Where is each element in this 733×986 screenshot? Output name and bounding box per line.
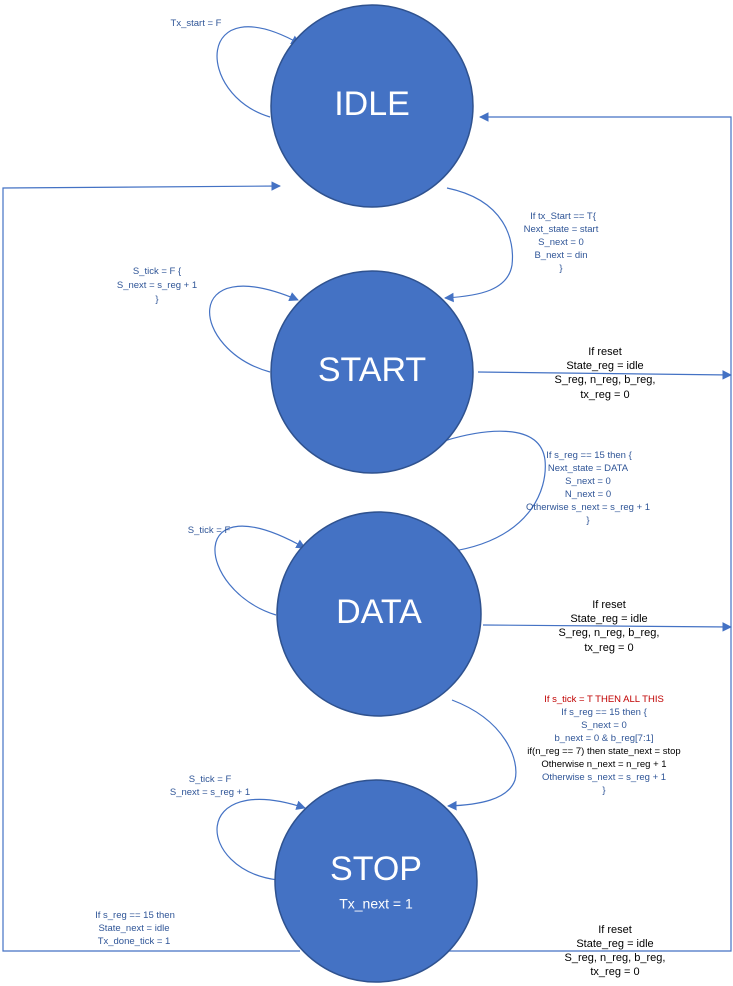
state-stop-circle (274, 779, 478, 983)
note-line: S_next = 0 (538, 237, 584, 248)
note-line: S_next = s_reg + 1 (117, 280, 197, 291)
note-stop-self: S_tick = F S_next = s_reg + 1 (170, 774, 250, 798)
state-data: DATA (276, 511, 482, 717)
note-line: tx_reg = 0 (580, 389, 629, 401)
stop-to-idle-arrow (2, 181, 300, 952)
note-line: If s_reg == 15 then { (546, 450, 632, 461)
note-stop-to-idle: If s_reg == 15 then State_next = idle Tx… (95, 910, 175, 947)
note-line: S_reg, n_reg, b_reg, (559, 627, 660, 639)
note-line: If reset (598, 924, 632, 936)
start-self-loop-arrow (209, 285, 299, 373)
note-line: } (586, 515, 589, 526)
note-line: } (155, 294, 158, 305)
state-idle-label: IDLE (334, 85, 410, 123)
note-line: N_next = 0 (565, 489, 611, 500)
note-idle-self: Tx_start = F (171, 18, 222, 29)
note-line: S_next = 0 (565, 476, 611, 487)
state-stop-output: Tx_next = 1 (339, 896, 413, 912)
note-line: B_next = din (534, 250, 587, 261)
note-line: } (559, 263, 562, 274)
note-data-reset: If reset State_reg = idle S_reg, n_reg, … (559, 599, 660, 654)
note-line: S_reg, n_reg, b_reg, (565, 952, 666, 964)
state-idle-circle (270, 4, 474, 208)
state-data-circle (276, 511, 482, 717)
state-data-label: DATA (336, 593, 422, 631)
note-line: If s_tick = T THEN ALL THIS (544, 694, 664, 705)
note-line: If reset (588, 346, 622, 358)
reset-return-to-idle-arrow (400, 112, 732, 952)
note-line: State_reg = idle (576, 938, 653, 950)
note-line: Otherwise s_next = s_reg + 1 (526, 502, 650, 513)
idle-self-loop-arrow (216, 26, 301, 118)
note-line: If s_reg == 15 then (95, 910, 175, 921)
note-line: tx_reg = 0 (584, 642, 633, 654)
note-start-reset: If reset State_reg = idle S_reg, n_reg, … (555, 346, 656, 401)
state-stop: STOP Tx_next = 1 (274, 779, 478, 983)
note-line: } (602, 785, 605, 796)
note-stop-reset: If reset State_reg = idle S_reg, n_reg, … (565, 924, 666, 978)
start-to-data-arrow (443, 430, 546, 556)
start-reset-arrow (477, 370, 732, 380)
note-line: if(n_reg == 7) then state_next = stop (527, 746, 680, 757)
note-line: State_next = idle (98, 923, 169, 934)
note-line: Tx_done_tick = 1 (98, 936, 171, 947)
note-line: If s_reg == 15 then { (561, 707, 647, 718)
state-start-label: START (318, 351, 426, 389)
note-data-to-stop: If s_tick = T THEN ALL THIS If s_reg == … (527, 694, 680, 796)
note-line: S_tick = F (189, 774, 232, 785)
note-line: Tx_start = F (171, 18, 222, 29)
note-line: State_reg = idle (566, 360, 643, 372)
note-data-self: S_tick = F (188, 525, 231, 536)
note-line: S_tick = F (188, 525, 231, 536)
note-idle-to-start: If tx_Start == T{ Next_state = start S_n… (524, 211, 599, 274)
note-line: tx_reg = 0 (590, 966, 639, 978)
note-line: S_tick = F { (133, 266, 181, 277)
state-idle: IDLE (270, 4, 474, 208)
note-line: S_reg, n_reg, b_reg, (555, 374, 656, 386)
state-stop-label: STOP (330, 850, 422, 888)
state-start: START (270, 270, 474, 474)
note-line: Otherwise n_next = n_reg + 1 (541, 759, 666, 770)
note-line: S_next = 0 (581, 720, 627, 731)
data-reset-arrow (482, 622, 732, 632)
note-line: Otherwise s_next = s_reg + 1 (542, 772, 666, 783)
note-line: b_next = 0 & b_reg[7:1] (554, 733, 653, 744)
idle-to-start-arrow (444, 187, 514, 303)
note-line: Next_state = DATA (548, 463, 629, 474)
note-line: If tx_Start == T{ (530, 211, 596, 222)
state-start-circle (270, 270, 474, 474)
data-to-stop-arrow (447, 699, 517, 811)
stop-self-loop-arrow (216, 798, 306, 881)
data-self-loop-arrow (214, 525, 306, 616)
note-line: Next_state = start (524, 224, 599, 235)
note-line: S_next = s_reg + 1 (170, 787, 250, 798)
note-line: If reset (592, 599, 626, 611)
note-line: State_reg = idle (570, 613, 647, 625)
note-start-to-data: If s_reg == 15 then { Next_state = DATA … (526, 450, 650, 526)
note-start-self: S_tick = F { S_next = s_reg + 1 } (117, 266, 197, 305)
